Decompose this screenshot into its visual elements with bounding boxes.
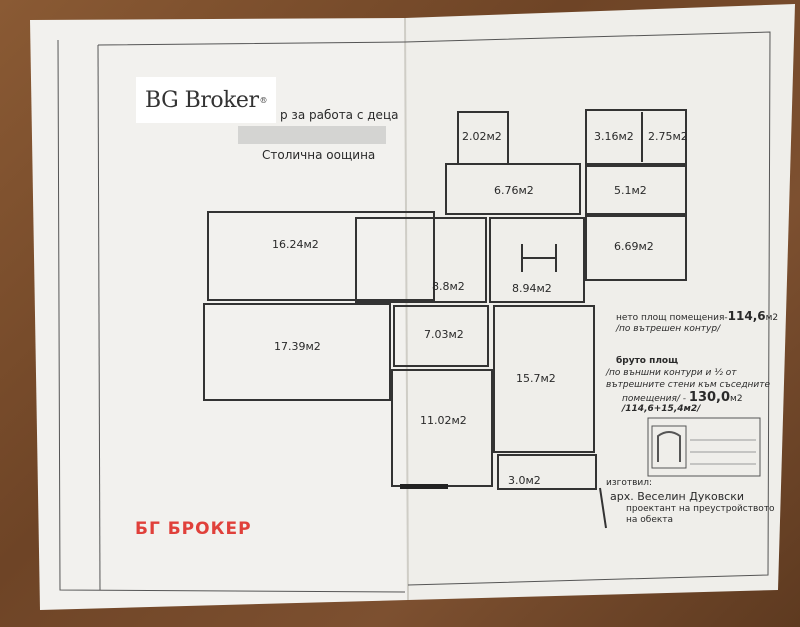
ink-smudge (238, 126, 386, 144)
room-label: 6.76м2 (494, 184, 534, 197)
watermark-text: БГ БРОКЕР (135, 519, 252, 539)
room-label: 17.39м2 (274, 340, 321, 353)
net-area-unit: м2 (765, 313, 779, 323)
net-area-value: 114,6 (727, 309, 766, 323)
frame-right (97, 31, 771, 586)
architect-role-1: проектант на преустройството (626, 504, 775, 514)
frame-left (57, 39, 406, 593)
bg-broker-logo: BG Broker® (136, 77, 276, 123)
room-label: 8.94м2 (512, 282, 552, 295)
net-area-line: нето площ помещения-114,6м2 (616, 309, 778, 323)
floor-plan-walls (203, 109, 687, 529)
room-label: 15.7м2 (516, 372, 556, 385)
room-label: 2.75м2 (648, 130, 688, 143)
gross-area-label: бруто площ (616, 356, 679, 366)
gross-area-unit: м2 (730, 394, 743, 404)
room-label: 3.16м2 (594, 130, 634, 143)
left-page (30, 18, 408, 610)
gross-area-value: 130,0 (688, 390, 731, 405)
architect-role-2: на обекта (626, 515, 674, 525)
room-label: 5.1м2 (614, 184, 647, 197)
room-label: 11.02м2 (420, 414, 467, 427)
gross-area-note-2: вътрешните стени към съседните (606, 380, 771, 390)
gross-area-note-1: /по външни контури и ½ от (606, 368, 737, 378)
room-label: 8.8м2 (432, 280, 465, 293)
room-label: 2.02м2 (462, 130, 502, 143)
room-label: 16.24м2 (272, 238, 319, 251)
architect-name: арх. Веселин Дуковски (610, 490, 745, 503)
page-fold (404, 17, 409, 601)
approval-stamp (647, 417, 761, 477)
logo-text: BG Broker (145, 87, 259, 113)
gross-area-note-3: помещения/ - (622, 394, 687, 404)
gross-area-line: помещения/ - 130,0м2 (622, 390, 743, 405)
frame-inner (97, 44, 101, 591)
header-line-2: Столична оощина (262, 148, 376, 162)
made-by-label: изготвил: (606, 478, 653, 488)
gross-area-formula: /114,6+15,4м2/ (622, 404, 701, 414)
net-area-note: /по вътрешен контур/ (616, 324, 721, 334)
room-label: 7.03м2 (424, 328, 464, 341)
net-area-label: нето площ помещения- (616, 313, 728, 323)
room-label: 6.69м2 (614, 240, 654, 253)
header-line-1: р за работа с деца (280, 108, 399, 122)
room-label: 3.0м2 (508, 474, 541, 487)
logo-registered-mark: ® (259, 95, 267, 105)
entrance-mark (400, 484, 448, 489)
